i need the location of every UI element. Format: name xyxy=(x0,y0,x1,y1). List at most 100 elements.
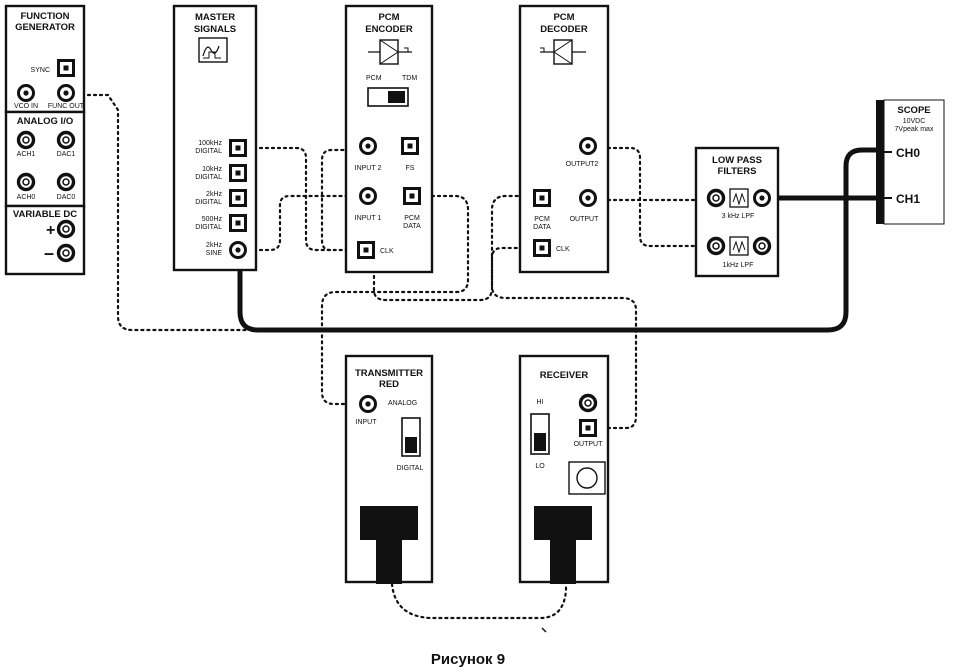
enc-fs-label: FS xyxy=(406,165,415,172)
dac1-connector[interactable] xyxy=(56,130,76,150)
lpf3-label: 3 kHz LPF xyxy=(722,213,755,220)
ms-2khz-l2: DIGITAL xyxy=(195,199,222,206)
ms-10khz-connector[interactable] xyxy=(229,164,247,182)
scope-sub1: 10VDC xyxy=(903,118,926,125)
ms-title-1: MASTER xyxy=(195,12,235,23)
ms-2khz-connector[interactable] xyxy=(229,189,247,207)
master-signals-module: MASTER SIGNALS 100kHz DIGITAL 10kHz DIGI… xyxy=(172,4,258,272)
ms-500hz-l2: DIGITAL xyxy=(195,224,222,231)
fg-title-1: FUNCTION xyxy=(20,11,69,22)
scope-module: SCOPE 10VDC 7Vpeak max CH0 CH1 xyxy=(876,99,945,225)
ach1-connector[interactable] xyxy=(16,130,36,150)
enc-fs-connector[interactable] xyxy=(401,137,419,155)
decoder-icon xyxy=(540,39,586,65)
ach0-connector[interactable] xyxy=(16,172,36,192)
ms-2khz-l1: 2kHz xyxy=(206,191,222,198)
enc-pcm-data-connector[interactable] xyxy=(403,187,421,205)
tick-mark xyxy=(541,627,547,633)
wires xyxy=(74,93,879,620)
enc-input2-connector[interactable] xyxy=(359,137,377,155)
lpf1-filter-icon xyxy=(729,236,749,256)
lpf1-output-connector[interactable] xyxy=(752,236,772,256)
enc-clk-label: CLK xyxy=(380,248,394,255)
ms-100khz-connector[interactable] xyxy=(229,139,247,157)
plus-label: + xyxy=(46,222,55,239)
dac0-connector[interactable] xyxy=(56,172,76,192)
tx-digital-label: DIGITAL xyxy=(397,465,424,472)
wire-out2-1k xyxy=(594,146,708,248)
dec-title-1: PCM xyxy=(553,12,574,23)
receiver-module: RECEIVER HI LO OUTPUT xyxy=(518,354,610,584)
ach1-label: ACH1 xyxy=(17,151,36,158)
rx-output-connector[interactable] xyxy=(579,419,597,437)
rx-lo-label: LO xyxy=(535,463,545,470)
enc-title-1: PCM xyxy=(378,12,399,23)
dec-output-connector[interactable] xyxy=(579,189,597,207)
lpf3-input-connector[interactable] xyxy=(706,188,726,208)
analog-io-title: ANALOG I/O xyxy=(17,116,73,127)
ms-100khz-l2: DIGITAL xyxy=(195,148,222,155)
lpf1-label: 1kHz LPF xyxy=(723,262,754,269)
ach0-label: ACH0 xyxy=(17,194,36,201)
fg-vco-in-label: VCO IN xyxy=(14,103,38,110)
wire-rx-pcmdata xyxy=(490,194,638,430)
dc-minus-connector[interactable] xyxy=(56,243,76,263)
rx-fiber-connector[interactable] xyxy=(534,506,592,584)
variable-dc-title: VARIABLE DC xyxy=(13,209,77,220)
dec-output2-connector[interactable] xyxy=(579,137,597,155)
tx-analog-label: ANALOG xyxy=(388,400,417,407)
wire-tx-rx-fiber xyxy=(390,582,568,620)
ms-10khz-l2: DIGITAL xyxy=(195,174,222,181)
dc-plus-connector[interactable] xyxy=(56,219,76,239)
dec-pcm-data-l2: DATA xyxy=(533,224,551,231)
enc-title-2: ENCODER xyxy=(365,24,413,35)
fg-vco-in-connector[interactable] xyxy=(17,84,35,102)
enc-tdm-label: TDM xyxy=(402,75,417,82)
dec-pcm-data-connector[interactable] xyxy=(533,189,551,207)
wire-pcmdata-tx xyxy=(320,194,470,406)
ms-500hz-connector[interactable] xyxy=(229,214,247,232)
enc-pcm-data-l1: PCM xyxy=(404,215,420,222)
fg-func-out-connector[interactable] xyxy=(57,84,75,102)
rx-top-connector[interactable] xyxy=(578,393,598,413)
dac0-label: DAC0 xyxy=(57,194,76,201)
pcm-tdm-switch[interactable] xyxy=(367,87,409,107)
figure-caption: Рисунок 9 xyxy=(431,651,505,668)
tx-title-2: RED xyxy=(379,379,399,390)
hi-lo-switch[interactable] xyxy=(530,413,550,455)
enc-clk-connector[interactable] xyxy=(357,241,375,259)
tx-input-label: INPUT xyxy=(356,419,378,426)
dec-clk-connector[interactable] xyxy=(533,239,551,257)
wire-clk-clk xyxy=(320,148,364,252)
tx-fiber-connector[interactable] xyxy=(360,506,418,584)
scope-ch1-label: CH1 xyxy=(896,192,920,206)
minus-label: – xyxy=(44,243,54,263)
tx-input-connector[interactable] xyxy=(359,395,377,413)
scope-title: SCOPE xyxy=(897,105,930,116)
rx-potentiometer[interactable] xyxy=(568,461,606,495)
ms-sine-l2: SINE xyxy=(206,250,223,257)
lpf-title-2: FILTERS xyxy=(718,166,757,177)
scope-sub2: 7Vpeak max xyxy=(895,126,934,133)
analog-digital-switch[interactable] xyxy=(401,417,421,457)
pcm-decoder-module: PCM DECODER OUTPUT2 PCM DATA OUTPUT CLK xyxy=(518,4,610,274)
enc-input1-connector[interactable] xyxy=(359,187,377,205)
lpf1-input-connector[interactable] xyxy=(706,236,726,256)
wire-sine-input1 xyxy=(246,194,362,252)
dec-pcm-data-l1: PCM xyxy=(534,216,550,223)
ms-sine-l1: 2kHz xyxy=(206,242,222,249)
dec-clk-label: CLK xyxy=(556,246,570,253)
fg-title-2: GENERATOR xyxy=(15,22,75,33)
ms-title-2: SIGNALS xyxy=(194,24,236,35)
dac1-label: DAC1 xyxy=(57,151,76,158)
rx-hi-label: HI xyxy=(537,399,544,406)
transmitter-module: TRANSMITTER RED INPUT ANALOG DIGITAL xyxy=(344,354,434,584)
ms-2khz-sine-connector[interactable] xyxy=(229,241,247,259)
lpf3-filter-icon xyxy=(729,188,749,208)
low-pass-filters-module: LOW PASS FILTERS 3 kHz LPF 1kHz LPF xyxy=(694,146,780,278)
ms-100khz-l1: 100kHz xyxy=(198,140,222,147)
lpf-title-1: LOW PASS xyxy=(712,155,762,166)
lpf3-output-connector[interactable] xyxy=(753,189,771,207)
wire-func-out xyxy=(74,93,302,332)
fg-sync-connector[interactable] xyxy=(57,59,75,77)
